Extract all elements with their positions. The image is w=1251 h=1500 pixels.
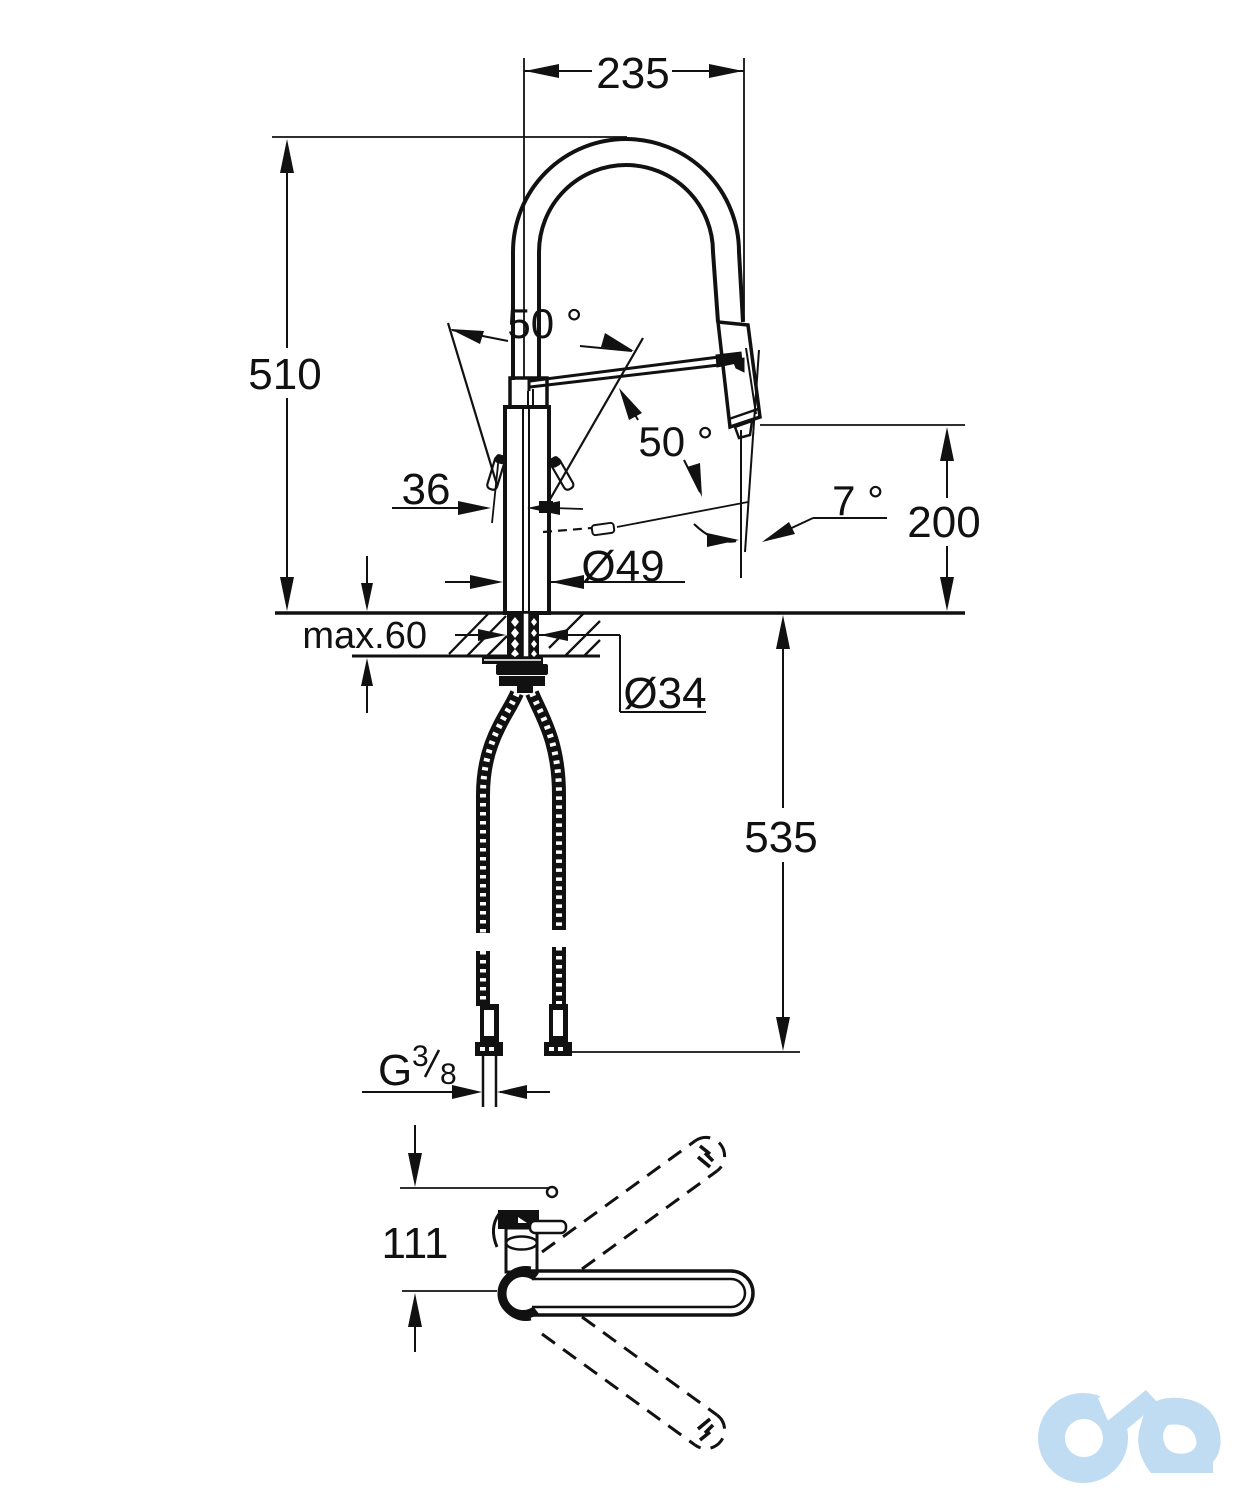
faucet-side-view	[275, 137, 965, 1107]
label-handle-width: 36	[402, 465, 451, 514]
countertop	[275, 611, 965, 658]
fixing-nut	[482, 657, 548, 693]
dim-swivel-left	[450, 329, 634, 352]
label-thread-letter: G	[378, 1046, 412, 1095]
logo-tail	[1100, 1390, 1158, 1441]
dim-hole-diameter	[455, 629, 706, 713]
plan-swivel-arm-lower-cap	[696, 1417, 715, 1442]
label-deck-thickness: max.60	[302, 615, 427, 657]
dim-spout-projection	[523, 58, 745, 378]
connection-pipe	[481, 1056, 498, 1107]
plan-swivel-arm-lower	[541, 1315, 727, 1451]
label-spray-angle: 7 °	[832, 477, 884, 524]
label-outlet-height: 200	[907, 498, 980, 547]
label-hole-diameter: Ø34	[623, 669, 706, 718]
faucet-plan-view	[492, 1135, 755, 1451]
dim-plan-depth	[400, 1125, 559, 1352]
label-swivel-left: 50 °	[507, 300, 582, 347]
dim-deck-thickness	[361, 556, 373, 713]
plan-spout	[497, 1266, 755, 1321]
label-swivel-right: 50 °	[638, 418, 713, 465]
plan-lever	[528, 1219, 568, 1235]
dimension-labels: 235 510 50 ° 50 ° 36 7 ° 200 max.60 Ø49 …	[248, 49, 980, 1268]
plan-swivel-arm-upper-cap	[696, 1144, 715, 1169]
plan-swivel-arm-upper	[541, 1135, 727, 1271]
fraction-slash	[423, 1049, 441, 1078]
dimensions	[272, 58, 965, 1352]
dim-outlet-height	[760, 424, 965, 611]
label-total-height: 510	[248, 350, 321, 399]
plan-base-ring	[497, 1268, 539, 1319]
logo-right-ring	[1138, 1397, 1221, 1473]
supply-hose-right	[525, 690, 572, 1056]
label-backgrounds	[250, 352, 978, 856]
dim-total-height	[272, 136, 627, 611]
logo-left-ring	[1038, 1393, 1129, 1483]
dim-thread	[362, 1049, 550, 1099]
lever-handle	[527, 351, 745, 391]
dim-swivel-right	[619, 388, 702, 497]
label-body-diameter: Ø49	[581, 542, 664, 591]
mounting-shank	[507, 612, 539, 658]
plan-handle	[492, 1210, 568, 1274]
label-thread-denominator: 8	[440, 1058, 457, 1091]
supply-hose-left	[475, 690, 524, 1056]
watermark-logo	[1038, 1378, 1221, 1483]
faucet-body	[503, 376, 551, 615]
dim-spray-angle	[707, 517, 887, 547]
lever-alt-position-right	[549, 456, 575, 491]
lever-alt-position-left	[486, 454, 506, 491]
label-hose-length: 535	[744, 813, 817, 862]
dim-body-diameter	[445, 575, 685, 589]
gooseneck-spout	[511, 137, 745, 380]
dim-handle-width	[392, 501, 560, 515]
label-thread-numerator: 3	[412, 1040, 429, 1073]
logo-notch	[1098, 1378, 1150, 1430]
label-spout-projection: 235	[596, 49, 669, 98]
dim-hose-length	[566, 615, 800, 1053]
label-plan-depth: 111	[382, 1219, 449, 1268]
